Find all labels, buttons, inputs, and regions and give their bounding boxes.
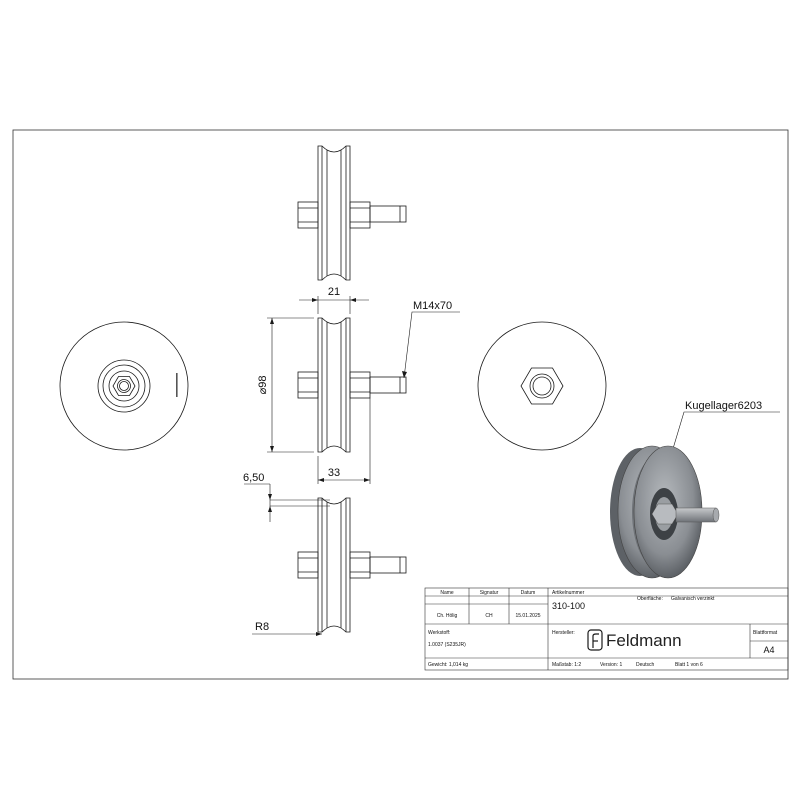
dim-length-label: 33 (328, 467, 340, 479)
front-view-top (297, 145, 407, 281)
tb-material-label: Werkstoff: (428, 630, 450, 636)
rear-view-wheel (477, 321, 607, 451)
side-view-wheel (59, 321, 189, 451)
tb-version: Version: 1 (600, 662, 622, 668)
tb-surface-label: Oberfläche: (637, 596, 663, 602)
dim-bearing-label: Kugellager6203 (685, 400, 762, 412)
tb-weight: Gewicht: 1,014 kg (428, 662, 468, 668)
tb-surface-value: Galvanisch verzinkt (671, 596, 715, 602)
tb-header-name: Name (440, 590, 454, 596)
tb-material-value: 1.0037 (S235JR) (428, 642, 466, 648)
tb-sheet-format-label: Blattformat (753, 630, 778, 636)
front-view-middle (297, 317, 407, 453)
tb-sheet-number: Blatt 1 von 6 (675, 662, 703, 668)
tb-company-name: Feldmann (606, 631, 682, 650)
dim-radius-label: R8 (255, 621, 269, 633)
dimension-arrows (268, 298, 407, 636)
dim-width-label: 21 (328, 286, 340, 298)
title-block (424, 587, 789, 671)
tb-name-value: Ch. Hölig (437, 613, 458, 619)
tb-manufacturer-label: Hersteller: (552, 630, 575, 636)
isometric-wheel-view (610, 445, 720, 579)
tb-header-signature: Signatur (480, 590, 499, 596)
dim-thread-label: M14x70 (413, 300, 452, 312)
tb-date-value: 15.01.2025 (515, 613, 540, 619)
dim-diameter-label: ⌀98 (257, 376, 269, 395)
feldmann-logo-icon (587, 629, 603, 651)
tb-sheet-format-value: A4 (763, 645, 774, 655)
dim-groove-depth-label: 6,50 (243, 472, 264, 484)
tb-article-label: Artikelnummer (552, 590, 585, 596)
tb-signature-value: CH (485, 613, 493, 619)
tb-language: Deutsch (636, 662, 655, 668)
drawing-frame (12, 129, 789, 680)
tb-article-value: 310-100 (552, 601, 585, 611)
dimension-lines (244, 296, 780, 635)
tb-scale: Maßstab: 1:2 (552, 662, 581, 668)
tb-header-date: Datum (521, 590, 536, 596)
front-view-bottom (297, 497, 407, 633)
